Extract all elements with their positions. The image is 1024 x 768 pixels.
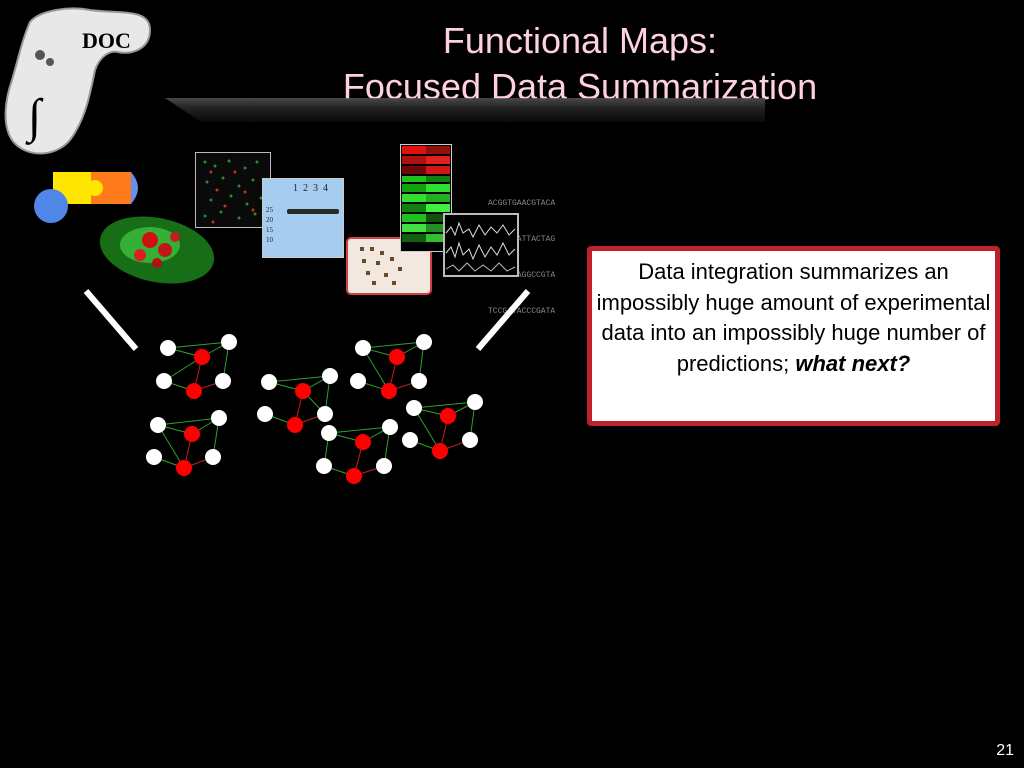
network-node-white	[350, 373, 366, 389]
title-underline-bar	[165, 98, 765, 122]
blot-marker: 20	[266, 216, 273, 224]
network-node-white	[146, 449, 162, 465]
network-node-red	[432, 443, 448, 459]
network-node-white	[406, 400, 422, 416]
network-cluster	[316, 419, 398, 484]
network-node-white	[467, 394, 483, 410]
network-edge	[157, 424, 185, 469]
logo-integral: ∫	[25, 90, 44, 145]
network-node-white	[205, 449, 221, 465]
network-node-white	[150, 417, 166, 433]
dna-sequence-text: ACGGTGAACGTACA GTACAGATTACTAG GACATTAGGC…	[488, 174, 555, 342]
network-node-white	[160, 340, 176, 356]
network-node-white	[355, 340, 371, 356]
network-node-red	[381, 383, 397, 399]
callout-box: Data integration summarizes an impossibl…	[587, 246, 1000, 426]
network-node-red	[194, 349, 210, 365]
network-node-red	[287, 417, 303, 433]
network-cluster	[257, 368, 338, 433]
title-line-1: Functional Maps:	[442, 20, 718, 61]
network-cluster	[402, 394, 483, 459]
network-edge	[413, 407, 441, 452]
callout-emphasis: what next?	[795, 350, 911, 376]
network-node-red	[346, 468, 362, 484]
callout-text: Data integration summarizes an impossibl…	[596, 259, 991, 376]
network-node-white	[322, 368, 338, 384]
network-edge	[157, 417, 220, 426]
network-edge	[328, 426, 391, 434]
cell-microscopy-image	[99, 216, 215, 284]
network-node-red	[355, 434, 371, 450]
network-node-white	[317, 406, 333, 422]
network-node-white	[211, 410, 227, 426]
logo-letters: DOC	[82, 28, 131, 53]
network-edge	[362, 347, 390, 392]
page-number: 21	[996, 742, 1014, 759]
dna-line: TCCGATACCCGATA	[488, 307, 556, 316]
network-node-white	[257, 406, 273, 422]
network-edge	[413, 401, 476, 409]
network-node-white	[462, 432, 478, 448]
network-node-red	[295, 383, 311, 399]
network-node-white	[215, 373, 231, 389]
network-node-white	[261, 374, 277, 390]
network-node-white	[156, 373, 172, 389]
blot-lane-labels: 1 2 3 4	[293, 183, 328, 194]
network-cluster	[350, 334, 432, 399]
network-node-white	[382, 419, 398, 435]
network-node-white	[221, 334, 237, 350]
network-edge	[268, 375, 331, 383]
network-edge	[167, 341, 230, 349]
western-blot-image: 1 2 3 4 25 20 15 10	[262, 178, 344, 258]
network-node-red	[184, 426, 200, 442]
blot-marker: 25	[266, 206, 273, 214]
network-node-white	[316, 458, 332, 474]
network-node-white	[416, 334, 432, 350]
microarray-image	[195, 152, 271, 228]
network-node-white	[402, 432, 418, 448]
network-node-red	[389, 349, 405, 365]
network-edge	[362, 341, 425, 349]
dna-line: GACATTAGGCCGTA	[488, 271, 556, 280]
network-cluster	[156, 334, 237, 399]
dna-line: ACGGTGAACGTACA	[488, 199, 556, 208]
network-node-red	[186, 383, 202, 399]
network-cluster	[146, 410, 227, 476]
network-node-white	[321, 425, 337, 441]
network-node-white	[376, 458, 392, 474]
blot-marker: 15	[266, 226, 273, 234]
network-node-red	[176, 460, 192, 476]
dna-line: GTACAGATTACTAG	[488, 235, 556, 244]
protein-interaction-icon	[34, 172, 138, 223]
sequence-trace-image	[443, 213, 519, 277]
doc-logo: ∫ DOC	[4, 7, 152, 155]
network-node-red	[440, 408, 456, 424]
blot-marker: 10	[266, 236, 273, 244]
colony-plate-image	[346, 237, 432, 295]
expression-heatmap-image	[400, 144, 452, 252]
network-node-white	[411, 373, 427, 389]
